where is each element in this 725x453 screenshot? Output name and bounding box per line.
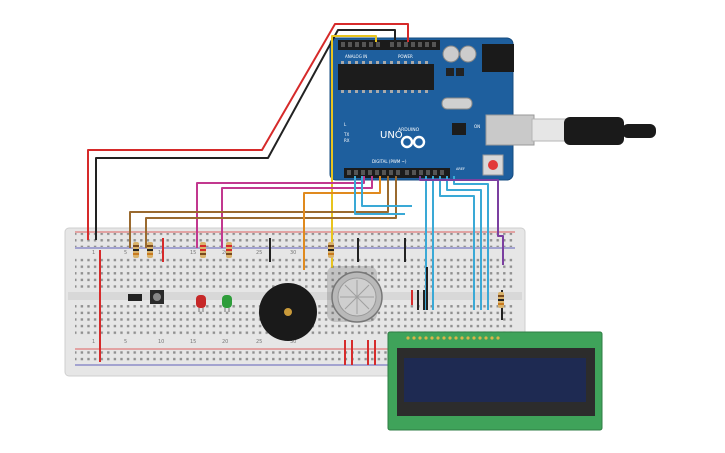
wire-cyan-3 bbox=[439, 176, 475, 310]
piezo-buzzer[interactable] bbox=[259, 283, 317, 341]
column-number: 20 bbox=[222, 339, 228, 345]
capacitor bbox=[459, 45, 477, 63]
model-label: UNO bbox=[380, 130, 403, 141]
usb-cable[interactable] bbox=[485, 114, 656, 146]
aref-label: AREF bbox=[456, 167, 465, 171]
column-number: 1 bbox=[92, 250, 95, 256]
power-jack bbox=[482, 44, 514, 72]
analog-header-label: ANALOG IN bbox=[345, 54, 367, 59]
l-label: L bbox=[344, 122, 347, 127]
arduino-logo: ARDUINO bbox=[398, 127, 426, 149]
column-number: 5 bbox=[124, 250, 127, 256]
usb-plug bbox=[564, 117, 624, 145]
usb-port bbox=[485, 114, 535, 146]
resistor bbox=[226, 242, 232, 258]
lcd-screen bbox=[404, 358, 586, 402]
capacitor bbox=[442, 45, 460, 63]
top-header bbox=[338, 40, 440, 50]
rx-label: RX bbox=[344, 138, 350, 143]
wire-cyan-4 bbox=[446, 176, 482, 310]
column-number: 25 bbox=[256, 339, 262, 345]
gas-sensor[interactable] bbox=[327, 266, 383, 323]
column-number: 30 bbox=[290, 250, 296, 256]
resistor bbox=[498, 292, 504, 308]
on-label: ON bbox=[474, 124, 480, 129]
wire-black-gnd bbox=[95, 29, 396, 240]
slide-switch[interactable] bbox=[128, 294, 142, 301]
column-number: 20 bbox=[222, 250, 228, 256]
wire-purple bbox=[419, 176, 504, 265]
resistor bbox=[200, 242, 206, 258]
column-number: 5 bbox=[124, 339, 127, 345]
power-header-label: POWER bbox=[398, 54, 413, 59]
wire-cyan-1 bbox=[354, 176, 405, 215]
top-power-rail bbox=[75, 233, 515, 247]
svg-text:ARDUINO: ARDUINO bbox=[398, 127, 420, 133]
column-number: 25 bbox=[256, 250, 262, 256]
resistor bbox=[133, 242, 139, 258]
usb-connector bbox=[531, 118, 567, 142]
crystal bbox=[441, 97, 473, 110]
wire-brown-2 bbox=[145, 176, 397, 248]
arduino-uno[interactable]: ANALOG IN POWER UNO ARDUINO TX RX L ON bbox=[329, 37, 514, 181]
wire-cyan-2 bbox=[361, 176, 412, 207]
column-numbers: 1 5 10 15 20 25 30 1 5 10 15 20 25 30 bbox=[92, 250, 296, 345]
column-number: 15 bbox=[190, 250, 196, 256]
column-number: 1 bbox=[92, 339, 95, 345]
wire-brown-1 bbox=[129, 176, 389, 248]
red-led[interactable] bbox=[196, 295, 206, 312]
lcd-pin-header bbox=[406, 336, 500, 340]
column-number: 10 bbox=[158, 339, 164, 345]
tx-label: TX bbox=[343, 132, 349, 137]
wire-red-5v bbox=[87, 23, 409, 240]
reset-button-cap bbox=[488, 160, 498, 170]
resistor bbox=[147, 242, 153, 258]
green-led[interactable] bbox=[222, 295, 232, 312]
wire-orange-buzzer bbox=[303, 176, 381, 270]
digital-header-label: DIGITAL (PWM ~) bbox=[372, 159, 407, 164]
resistor bbox=[328, 242, 334, 258]
wire-magenta-1 bbox=[196, 176, 365, 248]
column-number: 15 bbox=[190, 339, 196, 345]
lcd-16x2[interactable] bbox=[387, 331, 603, 431]
column-number: 10 bbox=[158, 250, 164, 256]
push-button[interactable] bbox=[150, 290, 164, 304]
atmega-chip bbox=[338, 64, 434, 90]
resistors[interactable] bbox=[133, 242, 504, 308]
column-number: 30 bbox=[290, 339, 296, 345]
wires bbox=[87, 23, 504, 365]
